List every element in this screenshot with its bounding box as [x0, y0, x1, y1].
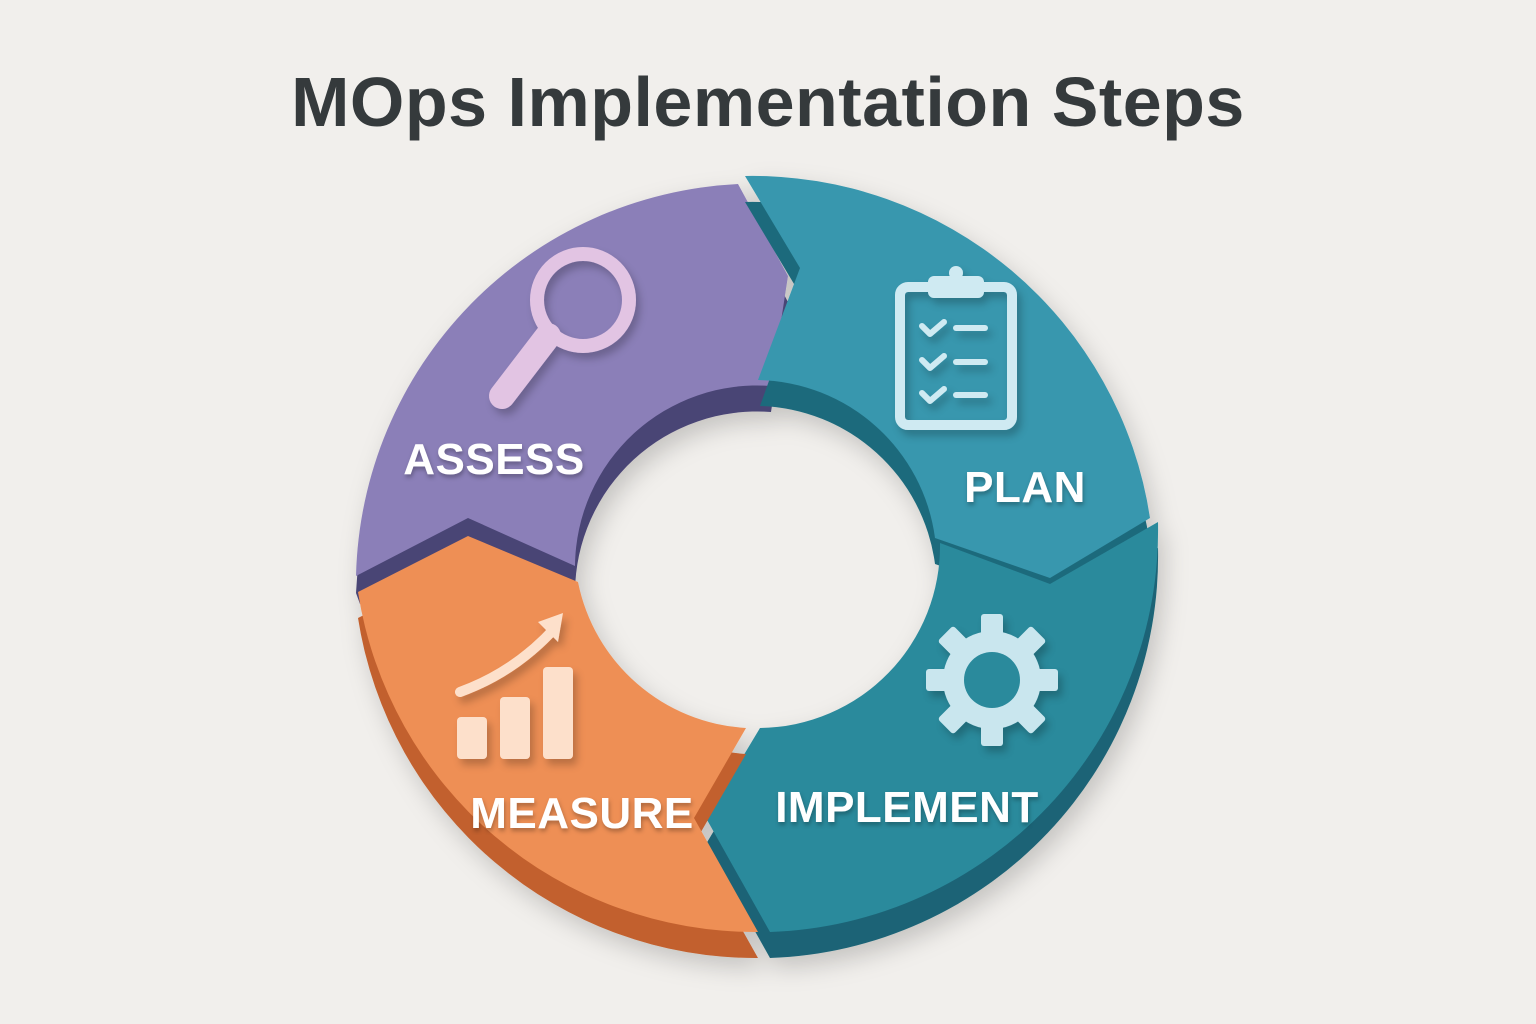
growth-chart-icon [455, 613, 573, 759]
step-label-implement: IMPLEMENT [775, 783, 1039, 832]
step-implement [706, 522, 1159, 958]
magnifying-glass-icon [489, 247, 636, 409]
step-label-plan: PLAN [964, 463, 1086, 512]
gear-icon [926, 614, 1058, 746]
step-plan [745, 175, 1150, 604]
step-label-measure: MEASURE [470, 789, 694, 838]
step-label-assess: ASSESS [403, 435, 585, 484]
page-title: MOps Implementation Steps [291, 63, 1245, 141]
step-assess [356, 184, 788, 604]
clipboard-checklist-icon [895, 266, 1017, 430]
